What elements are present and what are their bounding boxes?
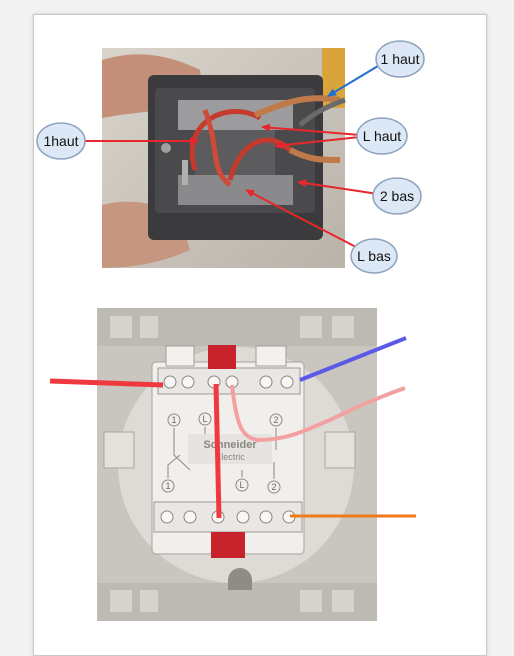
terminal-mark: 1 (165, 481, 170, 491)
callout-1-haut-top: 1 haut (375, 40, 425, 78)
top-photo (102, 48, 346, 268)
svg-text:Electric: Electric (215, 452, 245, 462)
callout-l-haut: L haut (356, 117, 408, 155)
callout-2-bas: 2 bas (372, 177, 422, 215)
callout-label: 1 haut (381, 51, 420, 67)
arrow-1-haut-blue (327, 65, 379, 97)
arrow-l-bas (245, 189, 357, 248)
wire-red-vertical (213, 383, 222, 519)
wire-blue (299, 336, 407, 382)
terminal-mark: L (202, 414, 207, 424)
arrow-l-haut-b (274, 136, 361, 150)
terminal-mark: 2 (273, 415, 278, 425)
terminal-mark: L (239, 480, 244, 490)
wire-pink (230, 384, 406, 443)
callout-label: L bas (357, 248, 391, 264)
terminal-mark: 1 (171, 415, 176, 425)
callout-label: L haut (363, 128, 402, 144)
callout-label: 1haut (43, 133, 78, 149)
arrow-l-haut-a (261, 123, 361, 136)
bottom-photo: 1 L 2 1 L 2 Schneider Electric (97, 308, 377, 621)
svg-text:Schneider: Schneider (203, 439, 257, 451)
overlay-wires (49, 336, 416, 519)
callout-label: 2 bas (380, 188, 414, 204)
terminal-mark: 2 (271, 482, 276, 492)
callout-l-bas: L bas (350, 238, 398, 274)
arrow-2-bas (297, 179, 379, 195)
wire-red-left (49, 378, 164, 388)
callout-1haut-left: 1haut (36, 122, 86, 160)
top-arrows (80, 65, 379, 248)
